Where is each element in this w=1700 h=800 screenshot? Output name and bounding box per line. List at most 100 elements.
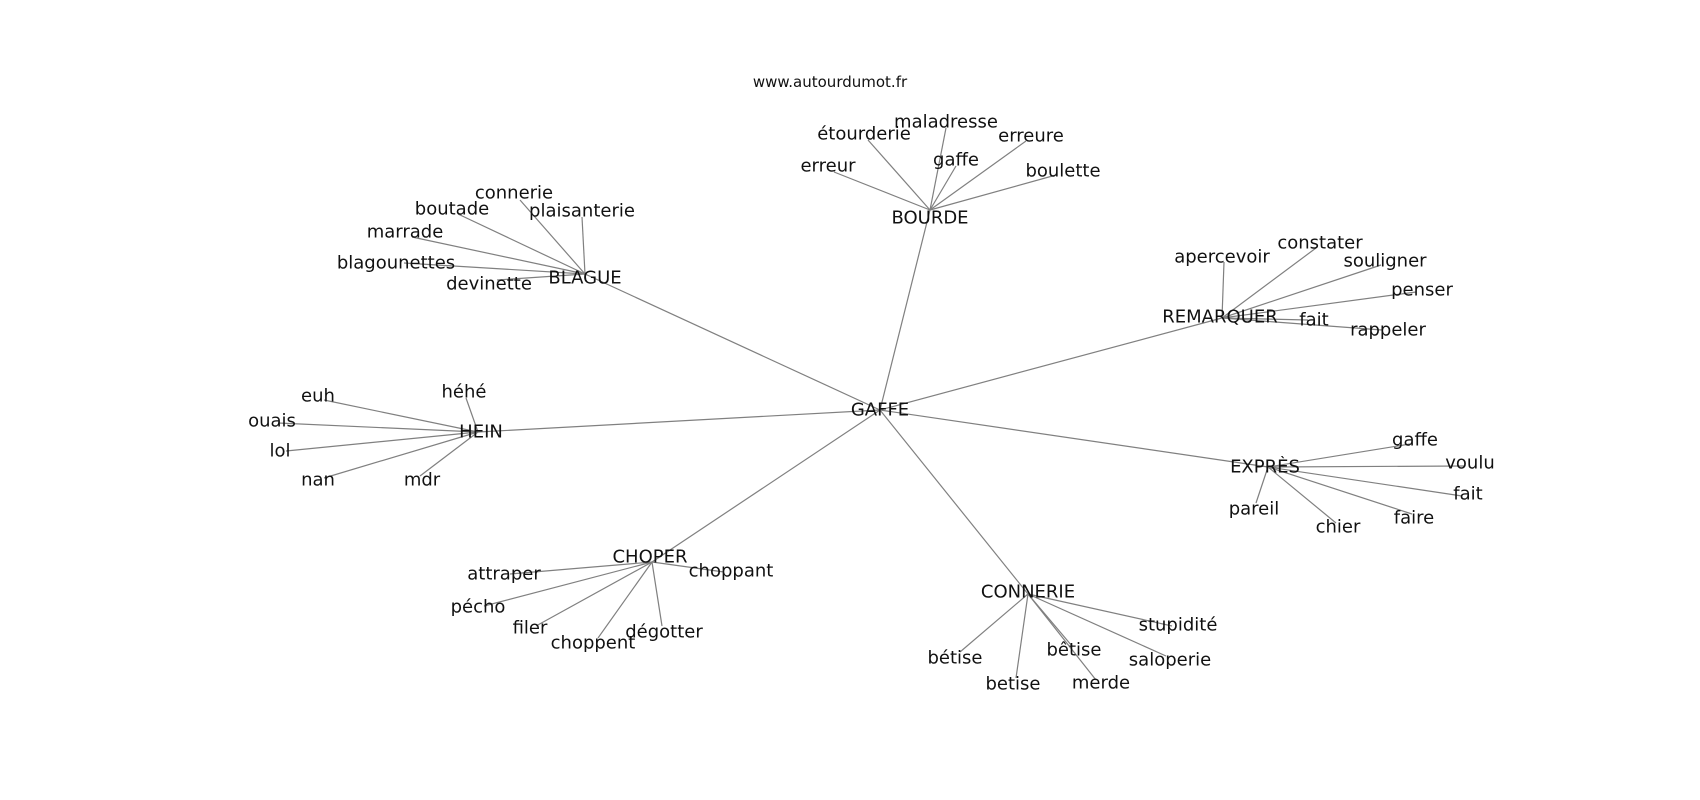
edge-center-6 <box>879 409 1029 595</box>
edge-3-1 <box>323 399 479 433</box>
edge-0-0 <box>929 127 947 211</box>
edge-6-0 <box>1027 593 1173 627</box>
leaf-node-label: boutade <box>415 199 489 220</box>
leaf-node-label: nan <box>301 470 335 491</box>
edge-5-4 <box>597 561 653 639</box>
edge-1-4 <box>403 262 586 275</box>
leaf-node-label: boulette <box>1025 161 1100 182</box>
leaf-node-label: gaffe <box>1392 430 1438 451</box>
edge-4-3 <box>1255 466 1269 504</box>
edge-center-5 <box>651 409 881 563</box>
edge-2-5 <box>1221 317 1383 331</box>
leaf-node-label: pareil <box>1229 499 1280 520</box>
leaf-node-label: pécho <box>451 597 506 618</box>
leaf-node-label: faire <box>1394 508 1434 529</box>
edge-3-5 <box>419 431 479 477</box>
edge-1-3 <box>411 236 586 275</box>
leaf-node-label: bêtise <box>1046 640 1101 661</box>
leaf-node-label: maladresse <box>894 112 998 133</box>
edge-3-3 <box>285 431 479 452</box>
leaf-node-label: choppent <box>551 633 636 654</box>
leaf-node-label: connerie <box>475 183 553 204</box>
leaf-node-label: apercevoir <box>1174 247 1270 268</box>
edges-layer <box>277 127 1465 681</box>
edge-1-1 <box>457 213 586 275</box>
leaf-node-label: blagounettes <box>337 253 455 274</box>
leaf-node-label: choppant <box>689 561 774 582</box>
edge-4-0 <box>1267 443 1411 468</box>
leaf-node-label: saloperie <box>1129 650 1211 671</box>
leaf-node-label: erreur <box>800 156 856 177</box>
leaf-node-label: fait <box>1299 310 1328 331</box>
leaf-node-label: chier <box>1316 517 1361 538</box>
hub-node-label: BLAGUE <box>548 268 621 289</box>
edge-4-2 <box>1267 466 1463 497</box>
edge-4-1 <box>1267 465 1465 468</box>
leaf-node-label: fait <box>1453 484 1482 505</box>
hub-node-label: CONNERIE <box>981 582 1075 603</box>
leaf-node-label: penser <box>1391 280 1453 301</box>
site-url: www.autourdumot.fr <box>753 73 908 91</box>
edge-center-1 <box>584 273 881 411</box>
leaf-node-label: attraper <box>467 564 541 585</box>
edge-center-2 <box>879 317 1223 411</box>
edge-0-2 <box>929 140 1027 211</box>
leaf-node-label: stupidité <box>1139 615 1218 636</box>
hub-node-label: EXPRÈS <box>1230 456 1300 478</box>
leaf-node-label: héhé <box>442 382 487 403</box>
edge-2-2 <box>1221 264 1382 319</box>
hub-node-label: BOURDE <box>891 208 968 229</box>
edge-0-1 <box>867 139 931 211</box>
hub-node-label: HEIN <box>459 422 503 443</box>
leaf-node-label: marrade <box>367 222 444 243</box>
edge-5-2 <box>483 561 653 607</box>
edge-5-5 <box>651 561 663 627</box>
edge-center-3 <box>477 409 881 433</box>
edge-1-0 <box>519 199 586 275</box>
leaf-node-label: devinette <box>446 274 532 295</box>
leaf-node-label: euh <box>301 386 335 407</box>
edge-4-4 <box>1267 466 1337 524</box>
leaf-node-label: bétise <box>927 648 982 669</box>
edge-0-5 <box>929 174 1057 211</box>
edge-6-2 <box>1027 593 1167 657</box>
edge-3-4 <box>323 431 479 479</box>
edge-5-3 <box>535 561 653 627</box>
hub-node-label: REMARQUER <box>1162 307 1277 328</box>
edge-1-2 <box>581 216 586 275</box>
leaf-node-label: filer <box>513 618 548 639</box>
edge-1-5 <box>496 273 586 281</box>
edge-5-0 <box>509 561 653 575</box>
edge-4-5 <box>1267 466 1413 515</box>
edge-6-5 <box>1027 593 1097 681</box>
center-node-label: GAFFE <box>851 400 909 421</box>
edge-3-2 <box>277 422 479 433</box>
edge-2-3 <box>1221 291 1417 319</box>
leaf-node-label: merde <box>1072 673 1130 694</box>
edge-center-4 <box>879 409 1269 468</box>
edge-6-4 <box>1015 593 1029 679</box>
leaf-node-label: dégotter <box>625 622 703 643</box>
edge-3-0 <box>465 397 479 433</box>
leaf-node-label: souligner <box>1343 251 1427 272</box>
hub-node-label: CHOPER <box>612 547 687 568</box>
edge-2-1 <box>1221 247 1317 319</box>
leaf-node-label: mdr <box>404 470 441 491</box>
leaf-node-label: constater <box>1277 233 1363 254</box>
edge-0-4 <box>833 171 931 211</box>
edge-center-0 <box>879 209 931 411</box>
leaf-node-label: étourderie <box>817 124 911 145</box>
leaf-node-label: rappeler <box>1350 320 1426 341</box>
leaf-node-label: lol <box>269 441 290 462</box>
edge-6-3 <box>959 593 1029 653</box>
leaf-node-label: gaffe <box>933 150 979 171</box>
leaf-node-label: plaisanterie <box>529 201 635 222</box>
labels-layer: www.autourdumot.fr GAFFE BOURDE maladresse… <box>248 73 1495 695</box>
edge-0-3 <box>929 165 957 211</box>
leaf-node-label: erreure <box>998 126 1064 147</box>
leaf-node-label: voulu <box>1445 453 1494 474</box>
leaf-node-label: betise <box>985 674 1040 695</box>
edge-2-4 <box>1221 317 1309 321</box>
edge-5-1 <box>651 561 725 573</box>
